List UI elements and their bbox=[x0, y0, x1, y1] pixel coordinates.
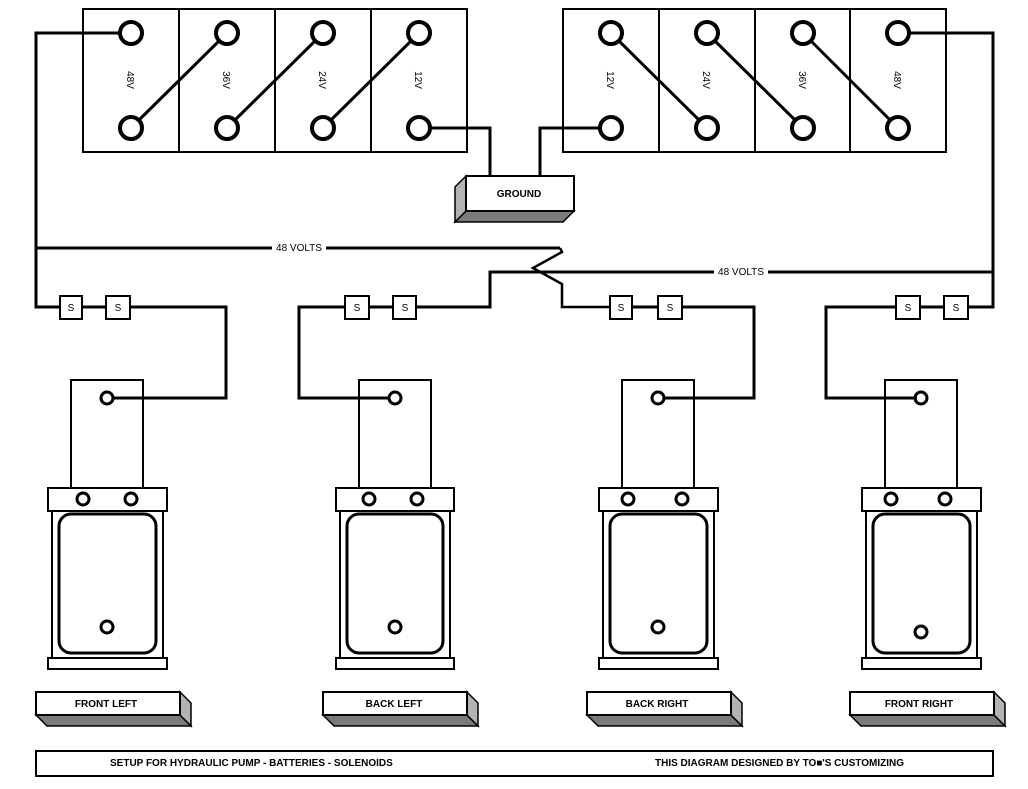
battery-terminal bbox=[118, 115, 144, 141]
volts-label: 48 VOLTS bbox=[718, 267, 764, 278]
pump-terminal bbox=[883, 491, 899, 507]
battery-terminal bbox=[214, 20, 240, 46]
battery-terminal bbox=[598, 20, 624, 46]
cell-voltage-label: 36V bbox=[220, 71, 231, 89]
solenoid bbox=[943, 295, 969, 320]
right-battery-bank bbox=[562, 8, 947, 153]
cell-voltage-label: 12V bbox=[604, 71, 615, 89]
label-block-back-left bbox=[321, 690, 480, 728]
battery-terminal bbox=[310, 115, 336, 141]
pump-terminal bbox=[387, 619, 403, 635]
battery-terminal bbox=[694, 20, 720, 46]
footer-box bbox=[35, 750, 994, 777]
cell-voltage-label: 48V bbox=[891, 71, 902, 89]
pump-front-left bbox=[47, 379, 168, 670]
cell-voltage-label: 36V bbox=[796, 71, 807, 89]
pump-terminal bbox=[99, 619, 115, 635]
battery-terminal bbox=[885, 20, 911, 46]
pump-terminal bbox=[620, 491, 636, 507]
cell-voltage-label: 12V bbox=[412, 71, 423, 89]
solenoid-label: S bbox=[68, 303, 75, 314]
pump-terminal bbox=[913, 624, 929, 640]
footer-right-text: THIS DIAGRAM DESIGNED BY TO■'S CUSTOMIZI… bbox=[655, 758, 904, 769]
battery-terminal bbox=[790, 20, 816, 46]
pump-front-right bbox=[861, 379, 982, 670]
battery-terminal bbox=[310, 20, 336, 46]
solenoid-label: S bbox=[354, 303, 361, 314]
ground-block bbox=[453, 174, 576, 224]
pump-terminal bbox=[123, 491, 139, 507]
pump-terminal bbox=[361, 491, 377, 507]
pump-back-left bbox=[335, 379, 455, 670]
solenoid-label: S bbox=[953, 303, 960, 314]
pump-terminal bbox=[99, 390, 115, 406]
solenoid-label: S bbox=[402, 303, 409, 314]
pump-label-front-right: FRONT RIGHT bbox=[885, 699, 953, 710]
footer-left-text: SETUP FOR HYDRAULIC PUMP - BATTERIES - S… bbox=[110, 758, 393, 769]
battery-terminal bbox=[406, 20, 432, 46]
battery-terminal bbox=[885, 115, 911, 141]
pump-label-back-right: BACK RIGHT bbox=[626, 699, 689, 710]
pump-label-front-left: FRONT LEFT bbox=[75, 699, 137, 710]
cell-voltage-label: 24V bbox=[316, 71, 327, 89]
left-battery-bank bbox=[82, 8, 468, 153]
pump-label-back-left: BACK LEFT bbox=[366, 699, 423, 710]
label-block-back-right bbox=[585, 690, 744, 728]
solenoid bbox=[657, 295, 683, 320]
battery-terminal bbox=[118, 20, 144, 46]
pump-terminal bbox=[409, 491, 425, 507]
label-block-front-right bbox=[848, 690, 1007, 728]
cell-voltage-label: 24V bbox=[700, 71, 711, 89]
solenoid bbox=[344, 295, 370, 320]
solenoid-label: S bbox=[115, 303, 122, 314]
label-block-front-left bbox=[34, 690, 193, 728]
battery-terminal bbox=[694, 115, 720, 141]
pump-terminal bbox=[913, 390, 929, 406]
pump-terminal bbox=[387, 390, 403, 406]
pump-terminal bbox=[650, 619, 666, 635]
pump-terminal bbox=[674, 491, 690, 507]
battery-terminal bbox=[214, 115, 240, 141]
battery-terminal bbox=[598, 115, 624, 141]
pump-terminal bbox=[937, 491, 953, 507]
pump-terminal bbox=[650, 390, 666, 406]
solenoid-label: S bbox=[667, 303, 674, 314]
solenoid bbox=[609, 295, 633, 320]
solenoid bbox=[59, 295, 83, 320]
solenoid-label: S bbox=[618, 303, 625, 314]
solenoid bbox=[895, 295, 921, 320]
volts-label: 48 VOLTS bbox=[276, 243, 322, 254]
solenoid-label: S bbox=[905, 303, 912, 314]
cell-voltage-label: 48V bbox=[124, 71, 135, 89]
pump-terminal bbox=[75, 491, 91, 507]
solenoid bbox=[392, 295, 417, 320]
pump-back-right bbox=[598, 379, 719, 670]
ground-label: GROUND bbox=[497, 189, 541, 200]
battery-terminal bbox=[406, 115, 432, 141]
solenoid bbox=[105, 295, 131, 320]
battery-terminal bbox=[790, 115, 816, 141]
